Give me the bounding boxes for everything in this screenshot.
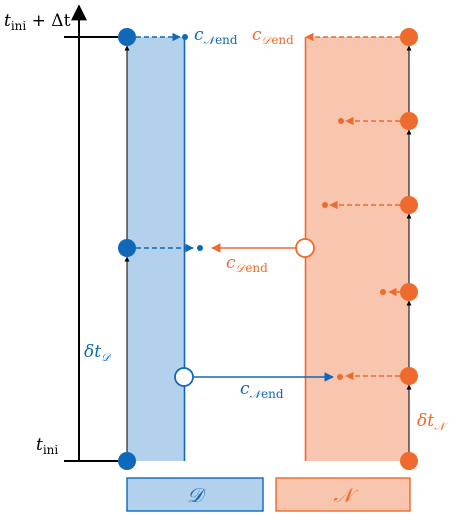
label-c-d-end-mid: c𝒟end (226, 253, 268, 275)
d-dashed-end-dot-top (182, 34, 188, 40)
n-node-5 (400, 367, 418, 385)
n-node-1 (400, 28, 418, 46)
n-dashed-end-dot-4 (380, 289, 386, 295)
time-label-top: tini + Δt (4, 11, 71, 33)
n-node-2 (400, 112, 418, 130)
d-node-mid (118, 239, 136, 257)
n-node-4 (400, 283, 418, 301)
d-node-bottom (118, 452, 136, 470)
n-hollow-node (295, 238, 315, 258)
label-delta-t-n: δt𝒩 (417, 411, 448, 433)
d-hollow-node (174, 367, 194, 387)
n-node-6 (400, 452, 418, 470)
d-node-top (118, 28, 136, 46)
d-dashed-end-dot-mid (197, 245, 203, 251)
domain-d-column (127, 37, 184, 461)
legend-box-d (126, 477, 264, 512)
legend-label-d: 𝒟 (187, 483, 207, 507)
domain-n-column (305, 37, 409, 461)
legend-box-n (275, 477, 411, 512)
label-c-d-end-top: c𝒟end (252, 25, 294, 47)
label-c-n-end-top: c𝒩end (194, 25, 238, 47)
time-label-bottom: tini (36, 435, 58, 457)
n-dashed-end-dot-2 (338, 118, 344, 124)
n-node-3 (400, 196, 418, 214)
label-delta-t-d: δt𝒟 (84, 342, 112, 364)
transfer-end-dot-d-to-n (337, 374, 343, 380)
label-c-n-end-low: c𝒩end (240, 379, 284, 401)
n-dashed-end-dot-3 (322, 202, 328, 208)
